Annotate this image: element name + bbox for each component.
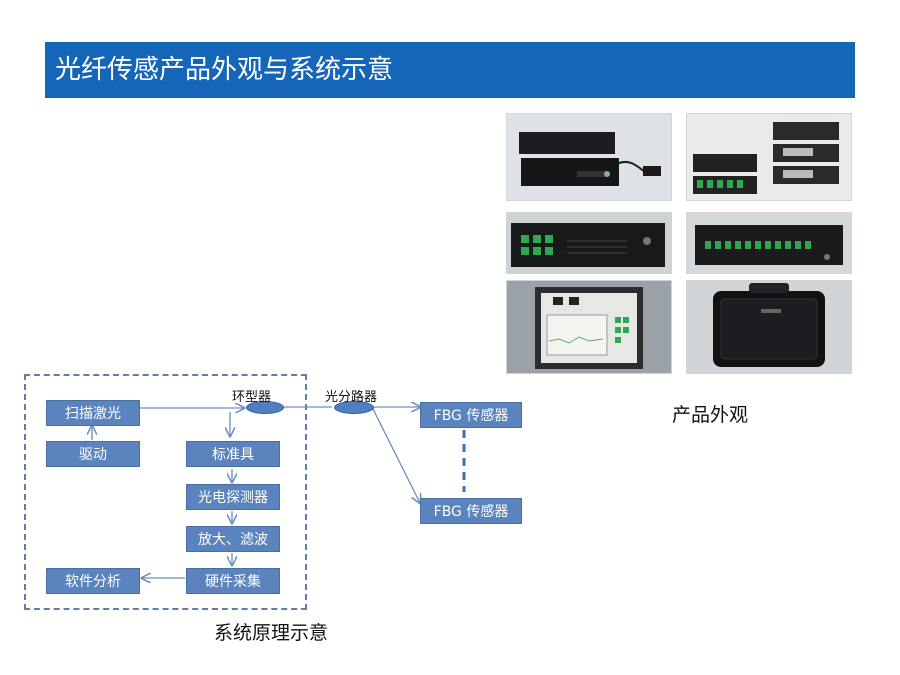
page-title: 光纤传感产品外观与系统示意 — [45, 42, 855, 98]
splitter-label: 光分路器 — [325, 390, 378, 405]
diagram-caption: 系统原理示意 — [214, 622, 329, 644]
product-photo-6 — [686, 280, 852, 374]
product-photo-1 — [506, 113, 672, 201]
amplify-filter-box: 放大、滤波 — [186, 526, 280, 552]
device-illustration — [511, 223, 665, 267]
circulator-label: 环型器 — [232, 390, 272, 405]
system-boundary-frame — [24, 374, 307, 610]
photodetector-box: 光电探测器 — [186, 484, 280, 510]
device-illustration — [695, 225, 843, 265]
product-photo-5 — [506, 280, 672, 374]
driver-box: 驱动 — [46, 441, 140, 467]
standard-box: 标准具 — [186, 441, 280, 467]
product-photo-4 — [686, 212, 852, 274]
product-photo-3 — [506, 212, 672, 274]
device-illustration — [519, 132, 661, 186]
splitter-ellipse — [334, 401, 374, 414]
device-illustration — [713, 283, 825, 367]
fbg-sensor-box-1: FBG 传感器 — [420, 402, 522, 428]
fbg-sensor-box-2: FBG 传感器 — [420, 498, 522, 524]
product-photo-2 — [686, 113, 852, 201]
scan-laser-box: 扫描激光 — [46, 400, 140, 426]
device-illustration — [693, 122, 839, 194]
software-analysis-box: 软件分析 — [46, 568, 140, 594]
device-illustration — [535, 287, 643, 369]
hardware-acquisition-box: 硬件采集 — [186, 568, 280, 594]
products-caption: 产品外观 — [672, 404, 749, 426]
circulator-ellipse — [246, 401, 284, 414]
